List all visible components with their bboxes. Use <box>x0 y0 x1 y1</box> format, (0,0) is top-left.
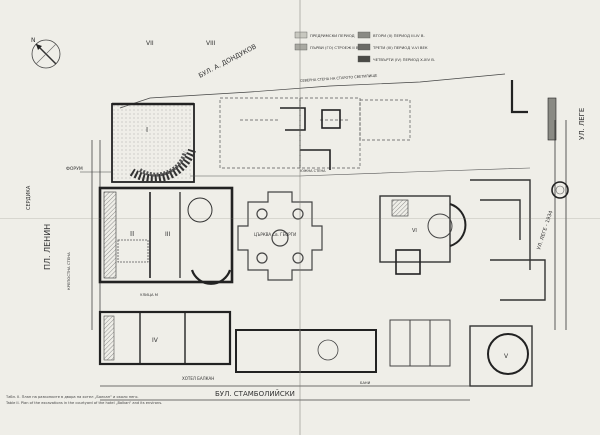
sheet-number-viii: VIII <box>206 40 216 47</box>
room-label-ii: II <box>130 230 134 238</box>
church-label: ЦЪРКВА Св. ГЕОРГИ <box>254 232 296 237</box>
annotation-balkan: ХОТЕЛ БАЛКАН <box>182 376 214 381</box>
apse-west <box>190 269 232 285</box>
legend: ПРЕДРИМСКИ ПЕРИОД ПЪРВИ (ГО) СТРОЕЖ II В… <box>294 31 435 63</box>
room-ii-complex[interactable]: II III <box>98 186 234 284</box>
room-iv-complex[interactable]: IV <box>98 310 232 366</box>
church-st-george[interactable]: ЦЪРКВА Св. ГЕОРГИ <box>237 191 323 281</box>
room-label-v: V <box>504 353 509 360</box>
annotation-south-wall: ЮЖНА СТЕНА <box>300 169 326 173</box>
east-building[interactable]: VI <box>379 195 467 275</box>
compass-rose: N <box>31 37 61 69</box>
street-label-serdika: СЕРДИКА <box>26 185 32 210</box>
room-v-complex[interactable] <box>235 329 377 373</box>
wall-top-right-east <box>547 97 557 141</box>
legend-label-1: ПЪРВИ (ГО) СТРОЕЖ II ВЕК <box>310 45 364 50</box>
street-label-stamboliyski: БУЛ. СТАМБОЛИЙСКИ <box>215 389 295 398</box>
caption-english: Table II. Plan of the excavations in the… <box>6 401 163 405</box>
lege-street <box>551 120 569 330</box>
room-label-iii: III <box>165 231 171 238</box>
rotunda-v[interactable]: V <box>469 325 533 387</box>
legend-label-2: ВТОРИ (II) ПЕРИОД III-IV В. <box>373 33 425 38</box>
street-label-dondukov: БУЛ. А. ДОНДУКОВ <box>197 42 258 79</box>
annotation-street-m: УЛИЦА М <box>140 292 158 297</box>
south-wall-line <box>190 167 531 177</box>
sheet-number-vii: VII <box>146 40 154 47</box>
legend-label-3: ТРЕТИ (III) ПЕРИОД V-VI ВЕК <box>372 45 428 50</box>
upper-middle-walls <box>280 107 341 170</box>
compass-north-label: N <box>31 37 36 44</box>
room-label-i: I <box>146 126 148 134</box>
annotation-rampart: КРЕПОСТНА СТЕНА <box>66 252 71 290</box>
fold-line-horizontal <box>0 218 600 219</box>
lower-right-walls <box>389 319 451 367</box>
upper-middle-rooms <box>219 97 411 169</box>
legend-label-4: ЧЕТВЪРТИ (IV) ПЕРИОД X-XIV В. <box>373 57 435 62</box>
wall-top-right <box>510 80 528 114</box>
north-wall-line <box>119 73 506 109</box>
street-label-lege: УЛ. ЛЕГЕ <box>578 108 586 140</box>
east-wall-segments <box>470 179 546 301</box>
annotation-baths: БАНИ <box>360 381 371 385</box>
label-forum: ФОРУМ <box>66 166 83 172</box>
legend-label-0: ПРЕДРИМСКИ ПЕРИОД <box>310 33 355 38</box>
room-i-theatre[interactable]: I <box>111 102 196 183</box>
fold-line-vertical <box>299 0 301 435</box>
street-label-lenin-square: ПЛ. ЛЕНИН <box>43 224 52 270</box>
rotunda-west <box>187 197 213 223</box>
room-label-vi: VI <box>412 228 417 234</box>
street-label-lege-1934: УЛ. ЛЕГЕ - 1934 <box>536 210 554 251</box>
caption-bulgarian: Табл. II. План на разкопките в двора на … <box>6 395 139 399</box>
annotation-north-wall: СЕВЕРНА СТЕНА НА СТАРОТО СВЕТИЛИЩЕ <box>300 74 378 83</box>
room-label-iv: IV <box>152 337 159 344</box>
